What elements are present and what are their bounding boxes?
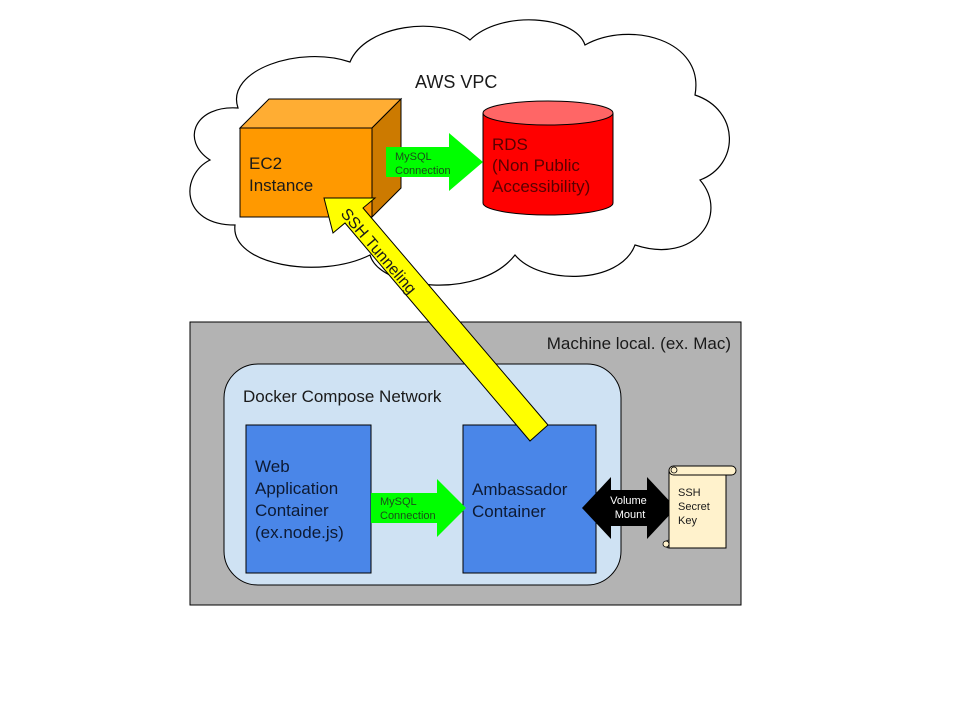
rds-body [482,113,614,216]
ssh-key-label-line: Secret [678,501,710,513]
scroll-curl-bottom-dot [662,540,670,548]
volume-mount-arrow: Volume Mount [582,477,676,539]
rds-label: RDS (Non Public Accessibility) [492,135,590,196]
volume-mount-label-line: Mount [615,509,646,521]
scroll-top-roll [668,465,737,476]
arrow-shape [582,477,676,539]
rds-label-line: (Non Public [492,156,580,175]
scroll-curl-top [670,466,678,474]
web-app-label-line: Container [255,501,329,520]
rds-database: RDS (Non Public Accessibility) [482,100,614,216]
mysql-label-top: MySQL Connection [395,151,451,177]
rds-label-line: RDS [492,135,528,154]
mysql-label-line: MySQL [395,151,432,163]
volume-mount-label-line: Volume [610,495,647,507]
volume-mount-label: Volume Mount [610,495,650,521]
ssh-key-label-line: Key [678,515,697,527]
machine-label: Machine local. (ex. Mac) [547,334,731,353]
ambassador-label: Ambassador Container [472,480,572,521]
ec2-label: EC2 Instance [249,154,313,195]
ssh-key-label-line: SSH [678,487,701,499]
scroll-body [668,469,727,549]
web-app-box [245,424,372,574]
ssh-secret-key-scroll: SSH Secret Key [662,465,737,549]
mysql-connection-arrow-top: MySQL Connection [386,133,483,191]
ssh-key-label: SSH Secret Key [678,487,713,527]
ambassador-label-line: Container [472,502,546,521]
web-application-container: Web Application Container (ex.node.js) [245,424,372,574]
ambassador-container: Ambassador Container [462,424,597,574]
network-label: Docker Compose Network [243,387,442,406]
web-app-label: Web Application Container (ex.node.js) [255,457,344,542]
ambassador-box [462,424,597,574]
web-app-label-line: Application [255,479,338,498]
ec2-label-line: Instance [249,176,313,195]
ec2-label-line: EC2 [249,154,282,173]
web-app-label-line: Web [255,457,290,476]
web-app-label-line: (ex.node.js) [255,523,344,542]
mysql-label-bottom: MySQL Connection [380,496,436,522]
mysql-connection-arrow-bottom: MySQL Connection [371,479,466,537]
arrow-shape [386,133,483,191]
ambassador-label-line: Ambassador [472,480,568,499]
mysql-label-line: Connection [380,510,436,522]
arrow-shape [371,479,466,537]
vpc-label: AWS VPC [415,72,497,92]
mysql-label-line: Connection [395,165,451,177]
rds-label-line: Accessibility) [492,177,590,196]
mysql-label-line: MySQL [380,496,417,508]
rds-top [482,100,614,126]
ec2-instance: EC2 Instance [238,97,403,219]
arrow-shape [323,197,549,442]
